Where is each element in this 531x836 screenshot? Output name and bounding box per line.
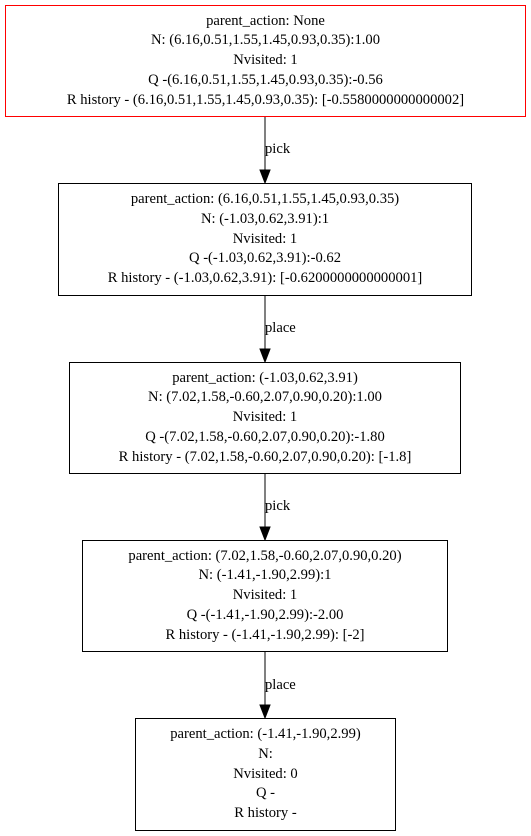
edge-3 — [259, 474, 271, 542]
node-n: N: — [258, 745, 273, 762]
edge-label-3: pick — [265, 498, 291, 514]
edge-label-4: place — [265, 677, 296, 693]
node-q: Q -(6.16,0.51,1.55,1.45,0.93,0.35):-0.56 — [148, 71, 383, 88]
arrowhead-icon — [259, 348, 271, 364]
tree-node-4: parent_action: (7.02,1.58,-0.60,2.07,0.9… — [82, 540, 448, 652]
edge-label-1: pick — [265, 141, 291, 157]
tree-node-3: parent_action: (-1.03,0.62,3.91) N: (7.0… — [69, 362, 461, 474]
node-nvisited: Nvisited: 0 — [233, 765, 298, 782]
node-r-history: R history - — [234, 805, 297, 822]
node-q: Q - — [255, 785, 276, 802]
node-n: N: (-1.03,0.62,3.91):1 — [200, 210, 330, 227]
edge-4 — [259, 652, 271, 720]
node-n: N: (6.16,0.51,1.55,1.45,0.93,0.35):1.00 — [150, 32, 381, 49]
edge-2 — [259, 296, 271, 364]
node-r-history: R history - (6.16,0.51,1.55,1.45,0.93,0.… — [66, 91, 465, 108]
node-r-history: R history - (-1.41,-1.90,2.99): [-2] — [165, 626, 365, 643]
node-n: N: (7.02,1.58,-0.60,2.07,0.90,0.20):1.00 — [148, 389, 382, 406]
node-nvisited: Nvisited: 1 — [232, 409, 298, 426]
node-q: Q -(-1.03,0.62,3.91):-0.62 — [189, 250, 341, 267]
tree-node-5-leaf: parent_action: (-1.41,-1.90,2.99) N: Nvi… — [135, 718, 396, 831]
arrowhead-icon — [259, 704, 271, 720]
node-parent-action: parent_action: (-1.41,-1.90,2.99) — [170, 726, 361, 742]
arrowhead-icon — [259, 526, 271, 542]
node-r-history: R history - (-1.03,0.62,3.91): [-0.62000… — [107, 270, 423, 287]
node-parent-action: parent_action: (-1.03,0.62,3.91) — [172, 369, 358, 386]
node-q: Q -(7.02,1.58,-0.60,2.07,0.90,0.20):-1.8… — [145, 428, 385, 445]
node-nvisited: Nvisited: 1 — [232, 587, 298, 604]
node-parent-action: parent_action: None — [206, 12, 325, 29]
tree-node-2: parent_action: (6.16,0.51,1.55,1.45,0.93… — [58, 183, 472, 296]
root-node: parent_action: None N: (6.16,0.51,1.55,1… — [5, 5, 526, 117]
node-nvisited: Nvisited: 1 — [233, 52, 298, 69]
node-parent-action: parent_action: (7.02,1.58,-0.60,2.07,0.9… — [128, 547, 402, 564]
node-nvisited: Nvisited: 1 — [232, 230, 298, 247]
node-q: Q -(-1.41,-1.90,2.99):-2.00 — [186, 606, 344, 623]
node-r-history: R history - (7.02,1.58,-0.60,2.07,0.90,0… — [118, 448, 412, 465]
node-parent-action: parent_action: (6.16,0.51,1.55,1.45,0.93… — [130, 191, 400, 207]
node-n: N: (-1.41,-1.90,2.99):1 — [198, 567, 332, 584]
edge-label-2: place — [265, 320, 296, 336]
arrowhead-icon — [259, 169, 271, 185]
edge-1 — [259, 117, 271, 185]
